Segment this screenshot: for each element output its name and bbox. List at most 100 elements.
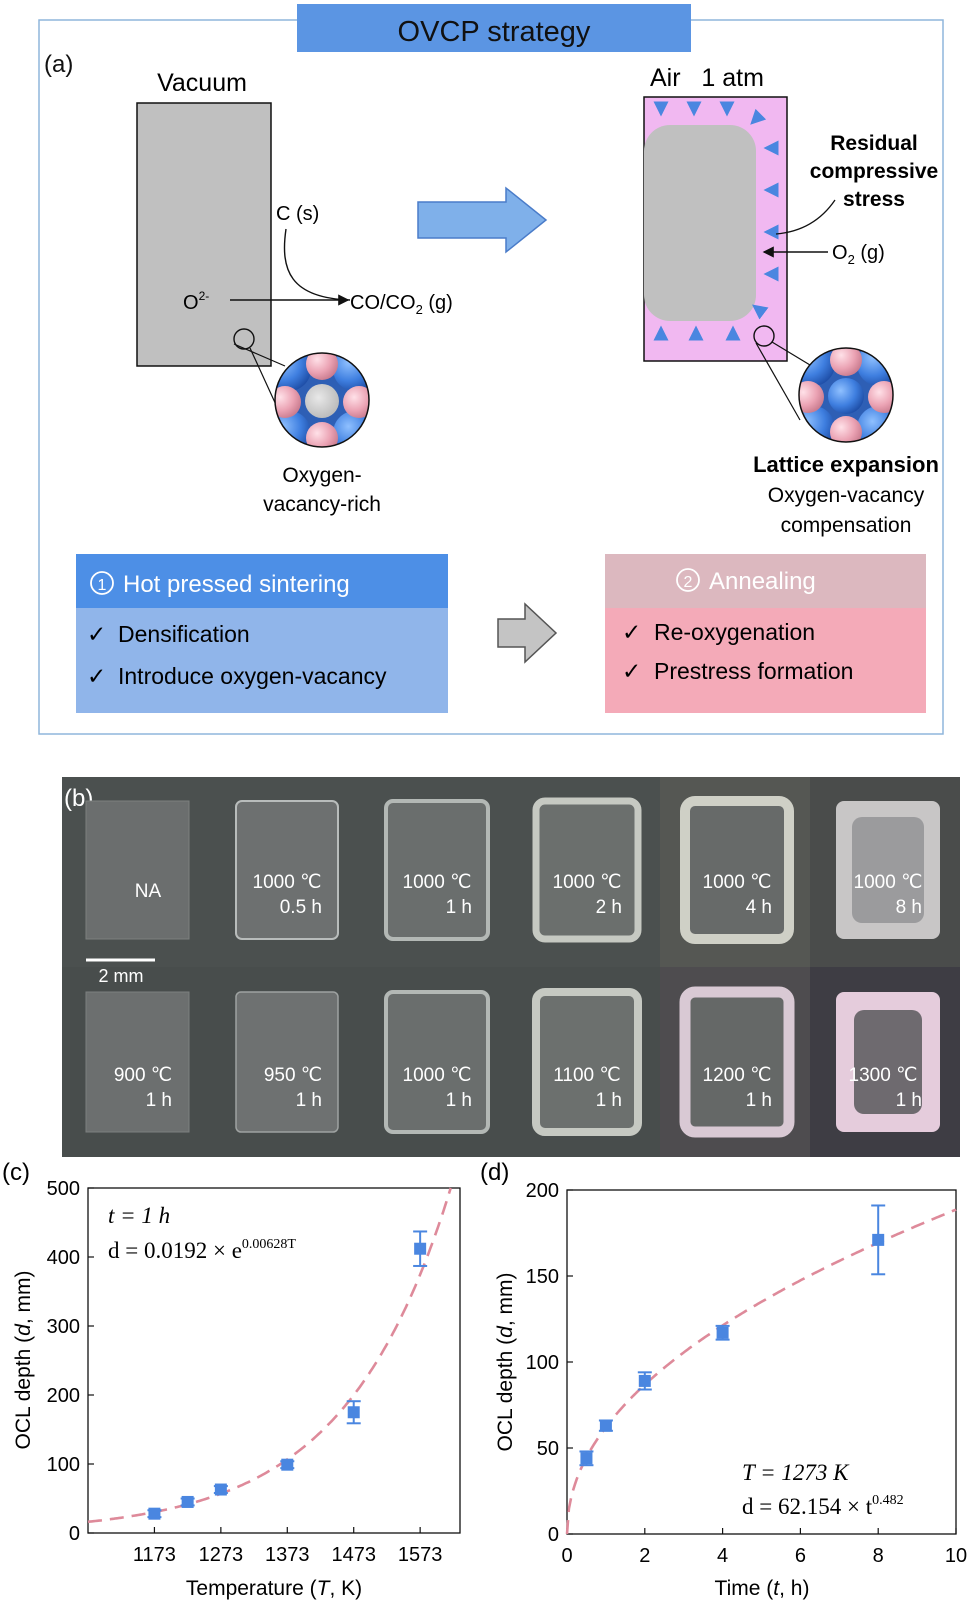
chart-c-data-point	[148, 1507, 161, 1520]
sample-label-line2: 4 h	[746, 897, 772, 918]
chart-d-ytick-label: 150	[526, 1266, 559, 1288]
chart-c-ytick-label: 400	[47, 1247, 80, 1269]
sample-label-line1: 1100 ℃	[553, 1065, 620, 1086]
chart-c-xlabel: Temperature (T, K)	[186, 1577, 362, 1600]
sample-label-line2: 0.5 h	[280, 897, 322, 918]
step2-number-badge	[676, 568, 700, 592]
chart-d-data-point	[638, 1374, 651, 1387]
lattice-expansion-label: Lattice expansion	[753, 452, 939, 477]
strategy-title-banner	[297, 4, 691, 52]
zoom-origin-circle-right	[753, 325, 775, 347]
panel-d-label: (d)	[480, 1159, 509, 1186]
sample-label-line1: 1000 ℃	[854, 872, 923, 893]
chart-c-ytick-label: 100	[47, 1454, 80, 1476]
transition-arrow-blue	[417, 186, 548, 254]
chart-c-xtick-label: 1473	[331, 1544, 376, 1566]
chart-d-ylabel: OCL depth (d, mm)	[494, 1273, 517, 1452]
sample-label-line1: 1000 ℃	[253, 872, 322, 893]
chart-c-ytick-label: 500	[47, 1178, 80, 1200]
sample-label-line2: 1 h	[896, 1090, 922, 1111]
stress-label-2: compressive	[810, 160, 938, 183]
vacuum-sample-block	[136, 102, 272, 367]
sample-label-line2: 1 h	[746, 1090, 772, 1111]
zoom-circle-left	[274, 352, 370, 448]
sample-label-line2: 1 h	[146, 1090, 172, 1111]
sample-bottom-4: 1100 ℃ 1 h	[532, 988, 642, 1136]
step2-title: Annealing	[709, 568, 816, 595]
step1-number: 1	[98, 577, 107, 594]
chart-c-data-point	[414, 1242, 427, 1255]
step1-title: Hot pressed sintering	[123, 571, 350, 598]
sample-label-line1: 1200 ℃	[703, 1065, 772, 1086]
chart-d-data-point	[580, 1452, 593, 1465]
sample-bottom-3: 1000 ℃ 1 h	[384, 990, 490, 1134]
step2-check-1: ✓	[622, 619, 641, 645]
sample-label-line1: 1000 ℃	[403, 872, 472, 893]
chart-c-data-point	[181, 1495, 194, 1508]
zoom-line-right-b	[771, 341, 811, 366]
strategy-title: OVCP strategy	[398, 16, 591, 48]
sample-bottom-1: 900 ℃ 1 h	[85, 991, 190, 1133]
chart-d-data-point	[599, 1419, 612, 1432]
chart-c-ylabel: OCL depth (d, mm)	[12, 1271, 35, 1450]
chart-d-points	[579, 1204, 886, 1467]
chart-c-fit-curve	[87, 1187, 452, 1524]
chart-c-points	[147, 1230, 428, 1520]
step1-item-2: Introduce oxygen-vacancy	[118, 663, 387, 689]
stress-pointer-line	[775, 199, 836, 235]
chart-c-annotation-1: t = 1 h	[108, 1203, 170, 1228]
sample-label-line2: 1 h	[446, 897, 472, 918]
scale-bar-label: 2 mm	[99, 966, 144, 986]
chart-d-xtick-label: 6	[795, 1545, 806, 1567]
step2-item-2: Prestress formation	[654, 658, 853, 684]
chart-d-xlabel: Time (t, h)	[715, 1577, 810, 1600]
sample-bottom-6: 1300 ℃ 1 h	[836, 992, 940, 1132]
sample-label-line1: 950 ℃	[264, 1065, 322, 1086]
chart-c-ytick-label: 200	[47, 1385, 80, 1407]
chart-d-data-point	[716, 1326, 729, 1339]
carbon-label: C (s)	[276, 203, 319, 225]
step-transition-arrow	[497, 602, 558, 664]
step1-box: 1 Hot pressed sintering ✓ Densification …	[76, 554, 448, 713]
annealed-sample-core	[644, 125, 756, 321]
sample-label-line2: 1 h	[446, 1090, 472, 1111]
chart-c-xtick-label: 1173	[133, 1544, 176, 1566]
stress-label-3: stress	[843, 188, 905, 211]
gas-product-label: CO/CO2 (g)	[350, 292, 453, 317]
chart-d-annotation-1: T = 1273 K	[742, 1460, 850, 1485]
panel-a: OVCP strategy (a) Vacuum C (s) O2- CO/CO…	[38, 4, 944, 735]
zoom-circle-right	[798, 347, 894, 443]
chart-c-xtick-label: 1373	[265, 1544, 310, 1566]
sample-label-line1: NA	[135, 881, 162, 902]
step1-check-1: ✓	[87, 621, 106, 647]
chart-d-data-point	[872, 1233, 885, 1246]
chart-c-data-point	[214, 1483, 227, 1496]
sample-top-2: 1000 ℃ 0.5 h	[235, 800, 339, 940]
sample-top-5: 1000 ℃ 4 h	[680, 796, 794, 944]
step1-check-2: ✓	[87, 663, 106, 689]
sample-label-line1: 1000 ℃	[403, 1065, 472, 1086]
chart-d-xtick-label: 0	[561, 1545, 572, 1567]
panel-a-label: (a)	[44, 51, 73, 78]
compensation-label-2: compensation	[781, 514, 912, 537]
sample-label-line2: 1 h	[296, 1090, 322, 1111]
step1-item-1: Densification	[118, 621, 250, 647]
zoom-line-left-a	[233, 343, 286, 367]
panel-c-label: (c)	[2, 1159, 30, 1186]
chart-c-annotation-2: d = 0.0192 × e0.00628T	[108, 1237, 296, 1263]
sample-bottom-5: 1200 ℃ 1 h	[679, 986, 795, 1138]
chart-d-ytick-label: 100	[526, 1352, 559, 1374]
sample-top-4: 1000 ℃ 2 h	[532, 797, 642, 943]
chart-d-xtick-label: 2	[639, 1545, 650, 1567]
sample-bottom-2: 950 ℃ 1 h	[235, 991, 339, 1133]
sample-label-line1: 1000 ℃	[703, 872, 772, 893]
zoom-origin-circle-left	[233, 328, 255, 350]
sample-label-line2: 2 h	[596, 897, 622, 918]
compensation-label-1: Oxygen-vacancy	[768, 484, 925, 507]
oxygen-ion-label: O2-	[183, 289, 209, 314]
